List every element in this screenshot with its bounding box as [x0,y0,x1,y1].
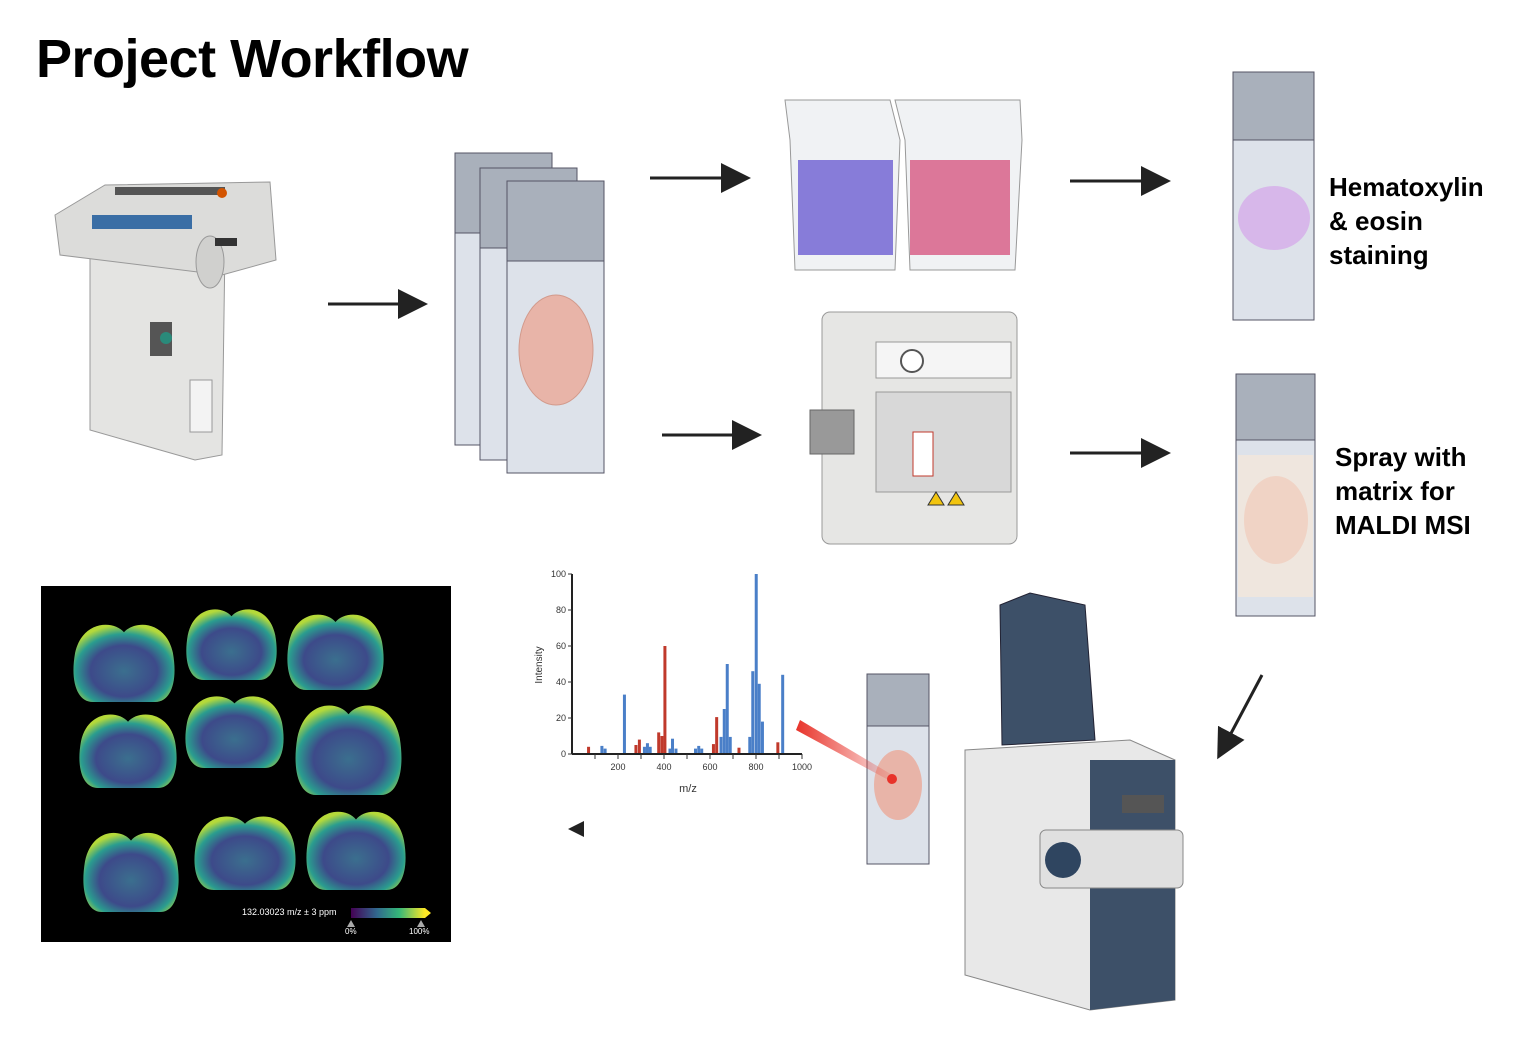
mass-spectrometer-icon [964,592,1184,1011]
bar-blue [645,743,649,754]
bar-blue [622,694,626,754]
mass-spectrum-chart: 200 400 600 800 1000 0 20 40 60 80 100 m/z Intensi… [534,569,812,795]
slides-stack-icon [454,152,605,474]
staining-jars-icon [784,99,1023,271]
y-tick-label: 0 [561,749,566,759]
bar-blue [603,748,607,754]
cryostat-icon [54,181,277,461]
bar-red [660,736,664,754]
y-tick-label: 100 [551,569,566,579]
x-tick-label: 400 [656,762,671,772]
bar-red [657,732,661,754]
bar-blue [754,574,758,754]
brain-section [186,609,277,680]
bar-blue [725,664,729,754]
bar-red [637,739,641,754]
y-tick-label: 60 [556,641,566,651]
page-title: Project Workflow [36,29,469,89]
matrix-sprayer-icon [809,311,1018,545]
bar-blue [757,683,761,754]
bar-blue [722,709,726,754]
x-tick-label: 200 [610,762,625,772]
bar-blue [728,736,732,754]
brain-section [79,714,177,788]
bar-blue [751,671,755,754]
bar-blue [719,736,723,754]
colorbar [351,908,425,918]
he-stained-slide-icon [1232,71,1315,321]
mz-label: 132.03023 m/z ± 3 ppm [242,907,337,917]
bar-red [663,646,667,754]
x-axis-label: m/z [679,783,697,795]
bar-red [634,745,638,754]
colorbar-max-label: 100% [409,927,430,936]
bar-red [587,746,591,754]
bar-blue [694,748,698,754]
bar-blue [642,746,646,754]
bar-blue [781,674,785,754]
colorbar-min-label: 0% [345,927,357,936]
laser-beam-icon [796,720,894,782]
bar-blue [600,745,604,754]
bar-blue [700,748,704,754]
bar-blue [648,746,652,754]
x-tick-label: 800 [748,762,763,772]
bar-blue [760,721,764,754]
bar-red [715,717,719,754]
he-staining-label: Hematoxylin & eosin staining [1329,172,1484,270]
msi-ion-image: 132.03023 m/z ± 3 ppm 0% 100% [41,586,451,942]
brain-section [287,614,384,690]
bar-blue [674,748,678,754]
brain-section [185,696,284,768]
bar-blue [697,745,701,754]
bar-blue [671,738,675,754]
bar-red [776,742,780,754]
matrix-spray-label: Spray with matrix for MALDI MSI [1335,442,1471,540]
x-tick-label: 600 [702,762,717,772]
y-tick-label: 20 [556,713,566,723]
brain-section [83,832,179,912]
y-tick-label: 40 [556,677,566,687]
matrix-coated-slide-icon [1235,373,1316,617]
y-axis-label: Intensity [534,646,545,683]
bar-red [737,747,741,754]
bar-red [711,744,715,754]
brain-section [73,624,175,702]
y-tick-label: 80 [556,605,566,615]
brain-section [194,816,296,890]
bar-blue [668,748,672,754]
bar-blue [748,736,752,754]
x-tick-label: 1000 [792,762,812,772]
brain-section [295,705,402,795]
brain-section [306,811,406,890]
